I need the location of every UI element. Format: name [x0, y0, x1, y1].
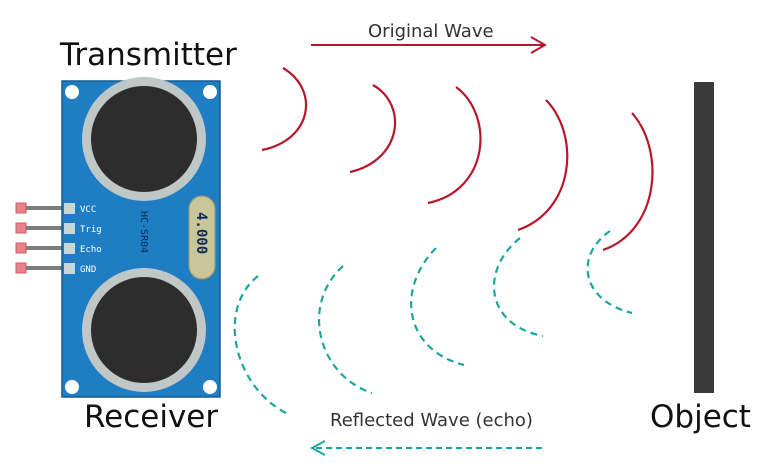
- pad-echo: [64, 243, 75, 254]
- object-label: Object: [650, 399, 751, 435]
- pin-trig: [15, 222, 64, 234]
- original-wave-arc-2: [349, 84, 397, 174]
- crystal-oscillator: 4.000: [188, 195, 216, 280]
- original-wave-arrow: [311, 36, 548, 54]
- pin-label-echo: Echo: [80, 245, 102, 255]
- original-wave-arc-1: [261, 67, 307, 152]
- receiver-transducer: [82, 268, 206, 392]
- mount-hole-br: [203, 380, 217, 394]
- original-wave-label: Original Wave: [368, 21, 494, 42]
- pin-label-vcc: VCC: [80, 205, 96, 215]
- reflected-wave-arc-3: [410, 247, 465, 367]
- mount-hole-tr: [203, 85, 217, 99]
- reflected-wave-arc-4: [493, 237, 544, 338]
- pin-label-trig: Trig: [80, 225, 102, 235]
- hc-sr04-board: VCC Trig Echo GND HC-SR04 4.000: [61, 77, 221, 398]
- pad-vcc: [64, 203, 75, 214]
- mount-hole-bl: [65, 380, 79, 394]
- crystal-text: 4.000: [193, 212, 209, 254]
- sensor-pins: [15, 202, 64, 274]
- pin-vcc: [15, 202, 64, 214]
- reflected-wave-arc-2: [318, 265, 373, 395]
- original-wave-arcs: [261, 67, 654, 252]
- reflected-wave-arc-5: [586, 230, 633, 315]
- reflected-wave-arc-1: [233, 275, 291, 417]
- reflected-wave-label: Reflected Wave (echo): [330, 410, 533, 431]
- pin-echo: [15, 242, 64, 254]
- transmitter-label: Transmitter: [59, 37, 237, 73]
- board-model-text: HC-SR04: [138, 211, 149, 253]
- reflected-wave-arcs: [233, 230, 633, 417]
- pin-gnd: [15, 262, 64, 274]
- transmitter-transducer: [82, 77, 206, 201]
- original-wave-arc-3: [427, 86, 482, 205]
- reflected-wave-arrow: [309, 440, 545, 456]
- receiver-label: Receiver: [84, 399, 218, 435]
- pad-trig: [64, 223, 75, 234]
- object-wall: [694, 82, 714, 393]
- pin-label-gnd: GND: [80, 265, 96, 275]
- mount-hole-tl: [65, 85, 79, 99]
- original-wave-arc-5: [602, 112, 654, 252]
- pad-gnd: [64, 263, 75, 274]
- original-wave-arc-4: [517, 99, 569, 232]
